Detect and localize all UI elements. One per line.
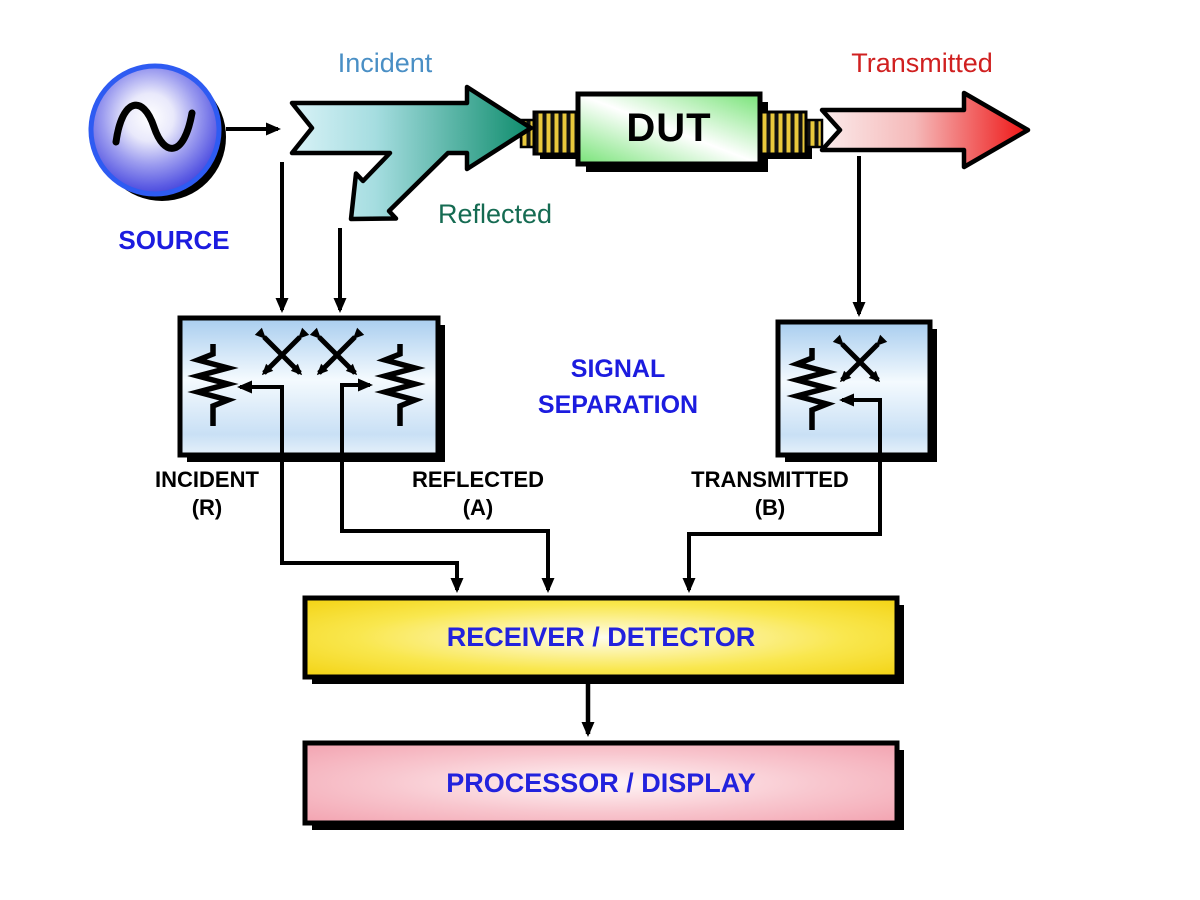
incident-reflected-arrow — [289, 84, 534, 222]
transmitted-flow-label: Transmitted — [851, 48, 993, 78]
incident-channel-label: INCIDENT (R) — [117, 466, 297, 522]
processor-box — [302, 740, 900, 826]
sine-wave-icon — [112, 101, 196, 152]
mixer-icon-incident — [254, 327, 310, 376]
dut-connector-left-icon — [532, 110, 582, 156]
transmitted-channel-name: TRANSMITTED — [691, 467, 849, 492]
receiver-box — [302, 595, 900, 680]
mixer-icon-reflected — [309, 327, 365, 376]
signal-separation-line2: SEPARATION — [537, 391, 699, 419]
transmitted-detector-arrow — [839, 393, 882, 455]
incident-detector-arrow — [237, 380, 284, 455]
transmitted-arrow — [819, 90, 1031, 170]
dut-label: DUT — [626, 106, 712, 150]
resistor-icon-transmitted — [786, 348, 838, 430]
separation-box-right — [775, 319, 933, 458]
transmitted-to-receiver-line — [682, 455, 882, 593]
reflected-channel-designator: (A) — [462, 495, 494, 520]
resistor-icon-reflected — [374, 344, 426, 426]
dut-connector-right-nub — [804, 118, 824, 149]
reflected-to-receiver-line — [340, 455, 555, 593]
dut-connector-right-icon — [758, 110, 808, 156]
dut-assembly — [519, 91, 824, 172]
incident-channel-name: INCIDENT — [155, 467, 259, 492]
incident-to-receiver-line — [280, 455, 464, 593]
dut-box — [575, 91, 763, 167]
reflected-channel-label: REFLECTED (A) — [388, 466, 568, 522]
signal-separation-line1: SIGNAL — [570, 355, 666, 383]
reflected-detector-arrow — [340, 378, 373, 455]
transmitted-channel-label: TRANSMITTED (B) — [675, 466, 865, 522]
receiver-label: RECEIVER / DETECTOR — [446, 622, 756, 652]
source-label: SOURCE — [118, 225, 230, 255]
reflected-channel-name: REFLECTED — [412, 467, 544, 492]
incident-flow-label: Incident — [337, 48, 433, 78]
mixer-icon-transmitted — [832, 334, 888, 383]
resistor-icon-incident — [187, 344, 239, 426]
incident-channel-designator: (R) — [191, 495, 223, 520]
processor-label: PROCESSOR / DISPLAY — [446, 768, 756, 798]
source-oscillator-icon — [88, 63, 226, 201]
transmitted-channel-designator: (B) — [754, 495, 786, 520]
signal-separation-label: SIGNAL SEPARATION — [500, 351, 736, 423]
reflected-flow-label: Reflected — [437, 199, 553, 229]
